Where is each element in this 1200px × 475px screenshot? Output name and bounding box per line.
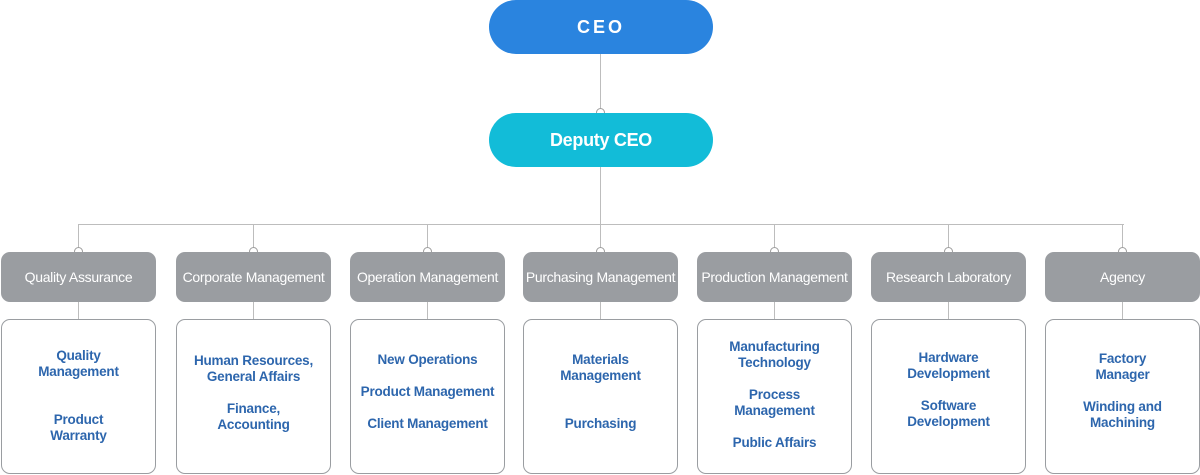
connector-sub-corporate-management xyxy=(253,302,254,319)
connector-corporate-management xyxy=(253,224,254,252)
connector-horizontal-bus xyxy=(78,224,1124,225)
sub-unit-product-management: Product Management xyxy=(360,384,495,399)
sub-unit-hardware-development: Hardware Development xyxy=(907,350,990,381)
sub-unit-winding-and-machining: Winding and Machining xyxy=(1083,399,1162,430)
department-production-management: Production Management xyxy=(697,252,852,302)
sub-unit-process-management: Process Management xyxy=(734,387,815,418)
connector-operation-management xyxy=(427,224,428,252)
sub-unit-materials-management: Materials Management xyxy=(560,352,641,383)
sub-unit-human-resources-general-affairs: Human Resources, General Affairs xyxy=(193,353,314,384)
ceo-box: CEO xyxy=(489,0,713,54)
department-operation-management: Operation Management xyxy=(350,252,505,302)
sub-unit-public-affairs: Public Affairs xyxy=(732,435,817,450)
connector-deputy-bus xyxy=(600,167,601,225)
connector-sub-agency xyxy=(1122,302,1123,319)
connector-agency xyxy=(1122,224,1123,252)
sub-unit-new-operations: New Operations xyxy=(377,352,478,367)
department-research-laboratory: Research Laboratory xyxy=(871,252,1026,302)
connector-production-management xyxy=(774,224,775,252)
department-purchasing-management: Purchasing Management xyxy=(523,252,678,302)
deputy-ceo-box: Deputy CEO xyxy=(489,113,713,167)
connector-sub-purchasing-management xyxy=(600,302,601,319)
connector-ceo-deputy xyxy=(600,54,601,113)
sub-unit-product-warranty: Product Warranty xyxy=(50,412,107,443)
connector-sub-quality-assurance xyxy=(78,302,79,319)
sub-unit-factory-manager: Factory Manager xyxy=(1095,351,1150,382)
connector-sub-operation-management xyxy=(427,302,428,319)
sub-unit-purchasing: Purchasing xyxy=(564,416,637,431)
connector-purchasing-management xyxy=(600,224,601,252)
connector-sub-research-laboratory xyxy=(948,302,949,319)
sub-unit-manufacturing-technology: Manufacturing Technology xyxy=(729,339,820,370)
connector-sub-production-management xyxy=(774,302,775,319)
department-agency: Agency xyxy=(1045,252,1200,302)
connector-quality-assurance xyxy=(78,224,79,252)
connector-research-laboratory xyxy=(948,224,949,252)
sub-unit-client-management: Client Management xyxy=(367,416,488,431)
sub-unit-software-development: Software Development xyxy=(907,398,990,429)
department-quality-assurance: Quality Assurance xyxy=(1,252,156,302)
department-corporate-management: Corporate Management xyxy=(176,252,331,302)
sub-unit-finance-accounting: Finance, Accounting xyxy=(217,401,290,432)
sub-unit-quality-management: Quality Management xyxy=(38,348,119,379)
